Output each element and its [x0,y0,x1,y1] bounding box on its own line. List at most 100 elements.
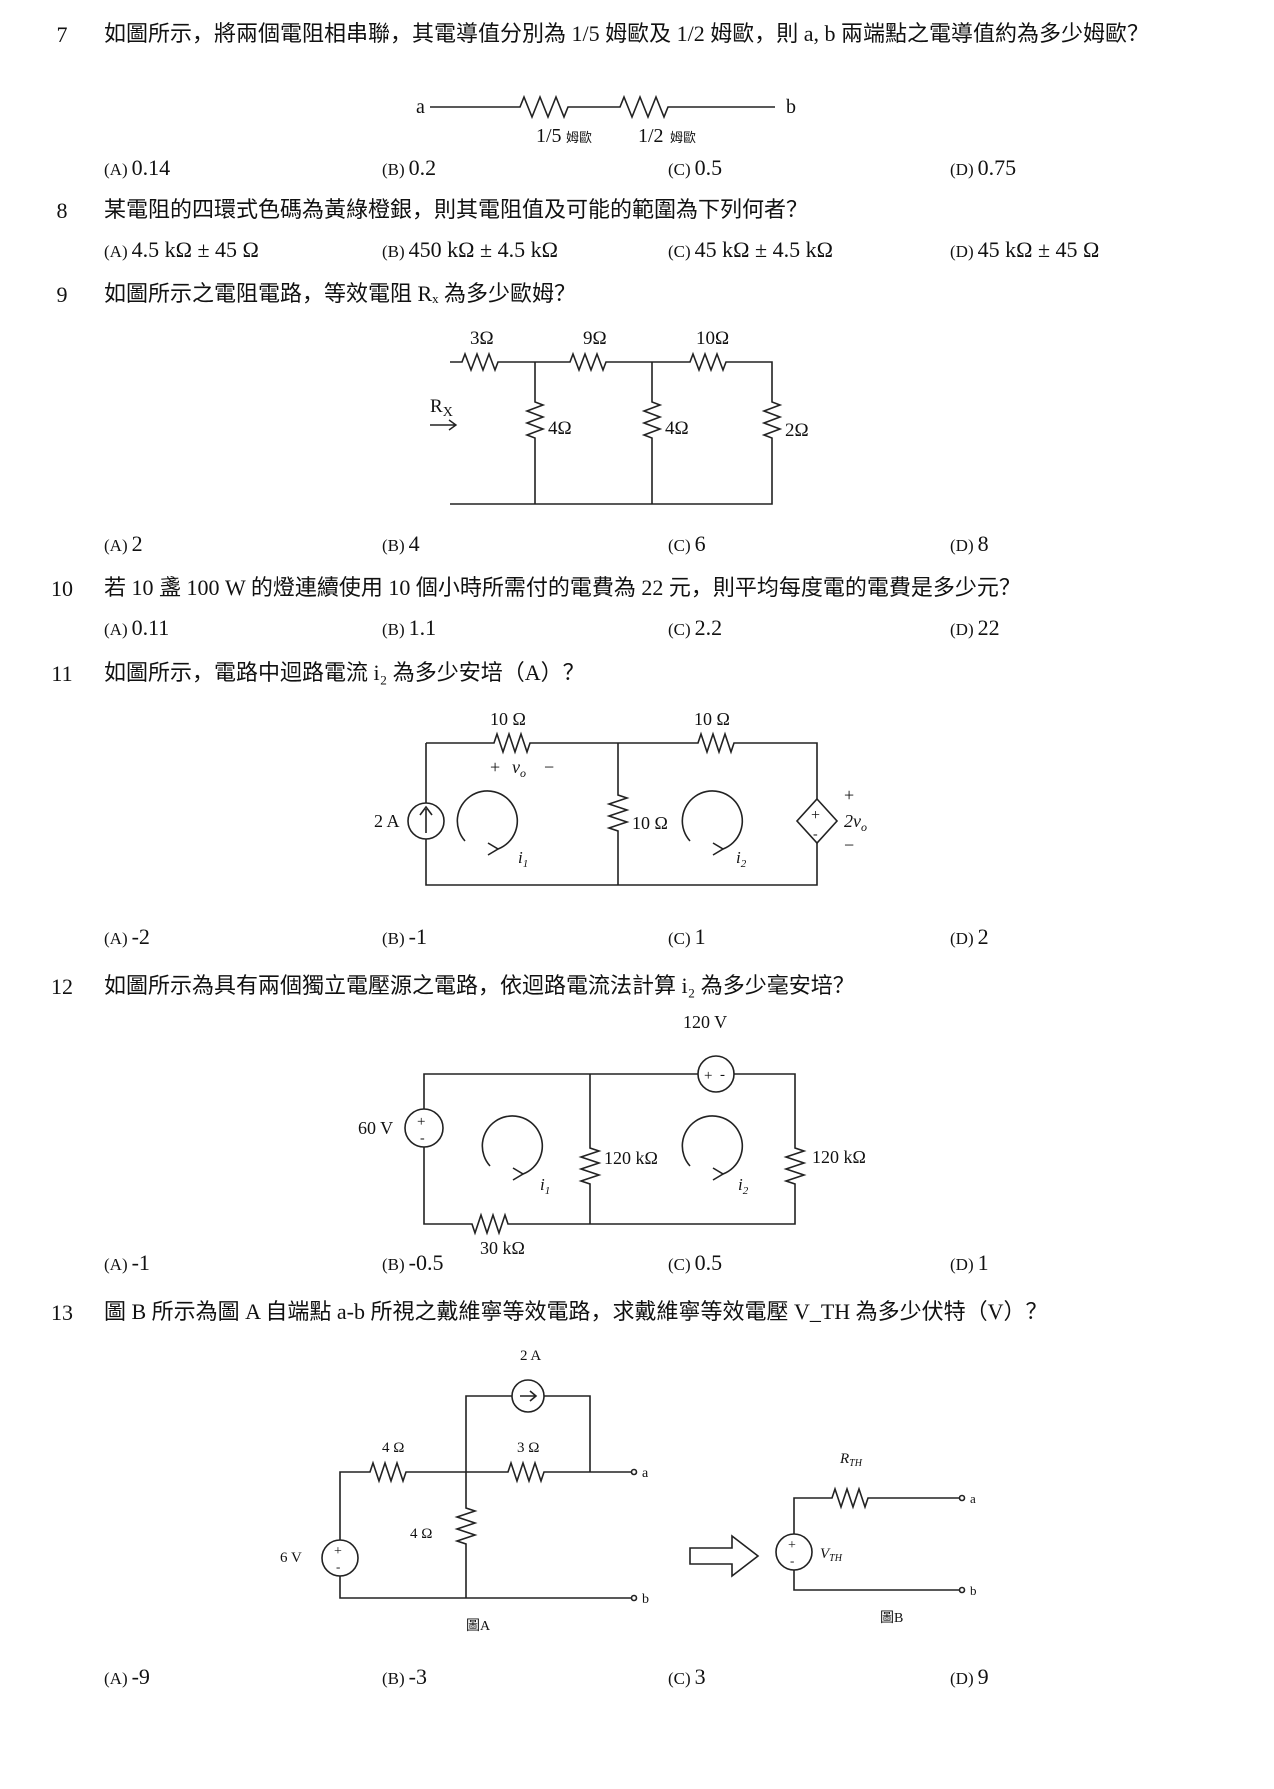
option-a[interactable]: (A)-9 [104,1664,150,1689]
option-c[interactable]: (C)6 [668,531,706,556]
q12-mesh-i1: i1 [540,1175,550,1197]
q7-node-a: a [416,96,425,118]
q9-r-top2: 9Ω [583,328,607,349]
question-text: 如圖所示為具有兩個獨立電壓源之電路，依迴路電流法計算 i₂ 為多少毫安培？ [104,973,855,998]
q9-r-shunt1: 4Ω [548,418,572,439]
q13-node-a2: a [970,1491,976,1506]
option-d[interactable]: (D)0.75 [950,155,1017,180]
options-row: (A)-9 (B)-3 (C)3 (D)9 [104,1661,1234,1693]
options-row: (A)-2 (B)-1 (C)1 (D)2 [104,921,1234,953]
dependent-source-icon [795,797,839,845]
option-a[interactable]: (A)-1 [104,1250,150,1275]
mesh-arrow-icon [481,1115,544,1175]
q7-series-conductance-figure: a b 1/5 姆歐 1/2 姆歐 [416,94,796,147]
svg-text:+: + [788,1538,796,1553]
option-c[interactable]: (C)3 [668,1664,706,1689]
option-a[interactable]: (A)4.5 kΩ ± 45 Ω [104,237,259,262]
option-c[interactable]: (C)1 [668,924,706,949]
question-number: 10 [51,576,73,601]
q7-r2-value: 1/2 [638,125,664,147]
q12-v-top: 120 V [683,1012,727,1032]
q7-node-b: b [786,96,796,118]
q7-r2-unit: 姆歐 [670,130,696,145]
option-c[interactable]: (C)2.2 [668,615,723,640]
q11-current-source: 2 A [374,811,400,831]
q11-vo-minus: − [544,757,554,777]
current-source-icon [407,802,445,840]
question-text: 某電阻的四環式色碼為黃綠橙銀，則其電阻值及可能的範圍為下列何者？ [104,197,809,222]
option-b[interactable]: (B)-0.5 [382,1250,444,1275]
svg-text:+: + [417,1114,425,1130]
question-number: 8 [56,198,68,223]
option-b[interactable]: (B)0.2 [382,155,437,180]
question-number: 7 [56,22,68,47]
mesh-arrow-icon [681,1115,744,1175]
q11-dependent-source-figure: + - 10 Ω 10 Ω 10 Ω 2 A + vo − + 2vo − i1… [374,709,867,886]
svg-text:-: - [720,1067,725,1083]
q13-node-b: b [642,1592,649,1607]
option-a[interactable]: (A)0.14 [104,155,171,180]
q9-rx-label: RX [430,396,453,420]
option-b[interactable]: (B)1.1 [382,615,437,640]
question-text: 圖 B 所示為圖 A 自端點 a-b 所視之戴維寧等效電路，求戴維寧等效電壓 V… [104,1299,1048,1324]
option-c[interactable]: (C)45 kΩ ± 4.5 kΩ [668,237,833,262]
option-d[interactable]: (D)45 kΩ ± 45 Ω [950,237,1100,262]
option-b[interactable]: (B)450 kΩ ± 4.5 kΩ [382,237,558,262]
q7-r1-value: 1/5 [536,125,562,147]
svg-text:+: + [811,807,820,824]
q13-voltage-source: 6 V [280,1550,302,1566]
q9-r-top3: 10Ω [696,328,729,349]
q9-r-shunt3: 2Ω [785,420,809,441]
q11-mesh-i2: i2 [736,848,747,870]
q11-r1: 10 Ω [490,709,526,729]
question-number: 13 [51,1300,73,1325]
option-d[interactable]: (D)22 [950,615,1000,640]
q11-vo-plus: + [490,757,500,777]
q11-mesh-i1: i1 [518,848,528,870]
options-row: (A)4.5 kΩ ± 45 Ω (B)450 kΩ ± 4.5 kΩ (C)4… [104,234,1234,266]
q11-dep-minus: − [844,835,854,855]
svg-text:+: + [334,1544,342,1559]
q12-r-right: 120 kΩ [812,1147,866,1167]
arrow-right-icon [689,1534,760,1578]
q11-dep-label: 2vo [844,811,867,834]
q12-r-bottom: 30 kΩ [480,1238,525,1258]
voltage-source-icon [404,1108,444,1148]
q13-r1: 4 Ω [382,1440,404,1456]
q13-current-source: 2 A [520,1348,541,1364]
mesh-arrow-icon [456,790,519,850]
question-text: 如圖所示之電阻電路，等效電阻 Rₓ 為多少歐姆？ [104,281,577,306]
option-d[interactable]: (D)9 [950,1664,989,1689]
option-c[interactable]: (C)0.5 [668,1250,723,1275]
svg-text:-: - [420,1131,425,1146]
option-a[interactable]: (A)-2 [104,924,150,949]
option-d[interactable]: (D)1 [950,1250,989,1275]
q11-vo-label: vo [512,757,526,780]
svg-text:-: - [336,1559,340,1574]
q12-r-mid: 120 kΩ [604,1148,658,1168]
option-d[interactable]: (D)2 [950,924,989,949]
option-b[interactable]: (B)-1 [382,924,427,949]
option-b[interactable]: (B)4 [382,531,420,556]
q7-r1-unit: 姆歐 [566,130,592,145]
q13-vth-label: VTH [820,1546,843,1564]
q12-mesh-i2: i2 [738,1175,749,1197]
q11-r-mid: 10 Ω [632,813,668,833]
mesh-arrow-icon [681,790,744,850]
option-a[interactable]: (A)0.11 [104,615,170,640]
option-a[interactable]: (A)2 [104,531,143,556]
svg-text:+: + [704,1068,712,1084]
q13-node-b2: b [970,1583,977,1598]
option-d[interactable]: (D)8 [950,531,989,556]
q12-v-left: 60 V [358,1118,393,1138]
option-b[interactable]: (B)-3 [382,1664,427,1689]
q9-r-top1: 3Ω [470,328,494,349]
q12-two-source-figure: 120 V + - + - 60 V 120 kΩ 120 kΩ 30 kΩ i… [358,1012,866,1258]
q11-dep-plus: + [844,785,854,805]
svg-text:-: - [790,1553,794,1568]
svg-text:-: - [813,827,818,842]
option-c[interactable]: (C)0.5 [668,155,723,180]
options-row: (A)2 (B)4 (C)6 (D)8 [104,528,1234,560]
q13-fig-a-caption: 圖A [466,1618,491,1634]
options-row: (A)0.14 (B)0.2 (C)0.5 (D)0.75 [104,152,1234,184]
